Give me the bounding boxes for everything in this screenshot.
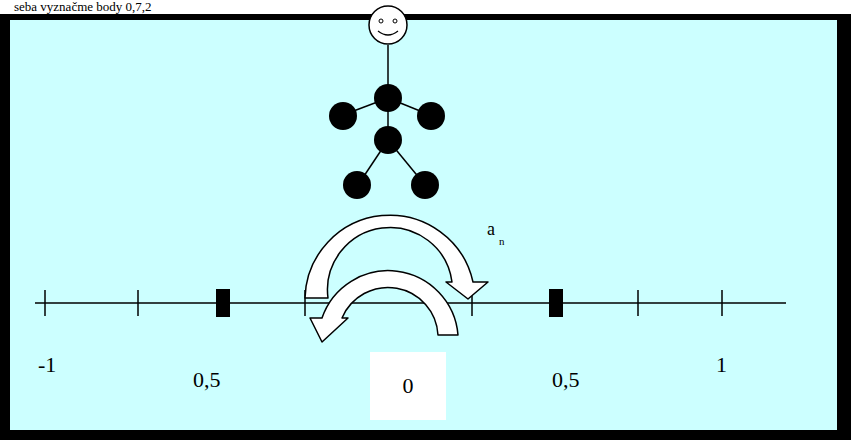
axis-number: 0,5: [552, 369, 580, 391]
subscript-index: n: [499, 236, 505, 247]
sequence-symbol: a: [487, 220, 495, 238]
heading-text: seba vyznačme body 0,7,2: [14, 0, 152, 13]
axis-number: 1: [716, 354, 727, 376]
value-box: 0: [370, 352, 446, 420]
axis-number: -1: [38, 354, 56, 376]
axis-number: 0,5: [193, 369, 221, 391]
axis-number: 0: [403, 375, 414, 397]
